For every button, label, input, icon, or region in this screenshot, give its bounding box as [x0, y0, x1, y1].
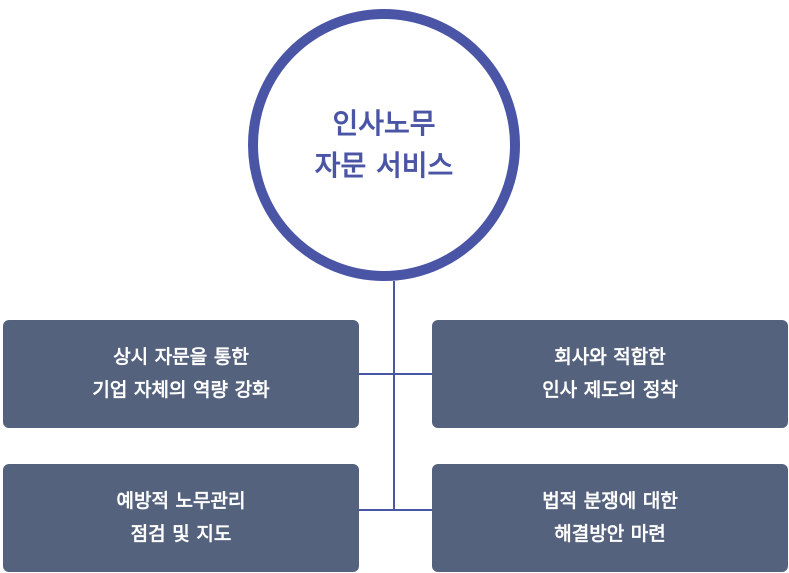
box-text-line-1: 법적 분쟁에 대한 [542, 490, 678, 512]
service-box-bottom-left: 예방적 노무관리 점검 및 지도 [3, 464, 359, 572]
center-title-line-1: 인사노무 [332, 107, 436, 140]
box-text-line-1: 회사와 적합한 [554, 346, 666, 368]
box-text-line-1: 예방적 노무관리 [116, 490, 246, 512]
center-circle: 인사노무 자문 서비스 [248, 9, 520, 281]
box-text-line-2: 기업 자체의 역량 강화 [92, 379, 270, 401]
box-text-line-2: 점검 및 지도 [130, 523, 232, 545]
box-text-line-2: 인사 제도의 정착 [542, 379, 678, 401]
service-box-top-right: 회사와 적합한 인사 제도의 정착 [432, 320, 788, 428]
service-box-top-left: 상시 자문을 통한 기업 자체의 역량 강화 [3, 320, 359, 428]
box-text-line-1: 상시 자문을 통한 [113, 346, 249, 368]
service-box-bottom-right: 법적 분쟁에 대한 해결방안 마련 [432, 464, 788, 572]
center-title-line-2: 자문 서비스 [314, 149, 454, 182]
box-text-line-2: 해결방안 마련 [554, 523, 666, 545]
